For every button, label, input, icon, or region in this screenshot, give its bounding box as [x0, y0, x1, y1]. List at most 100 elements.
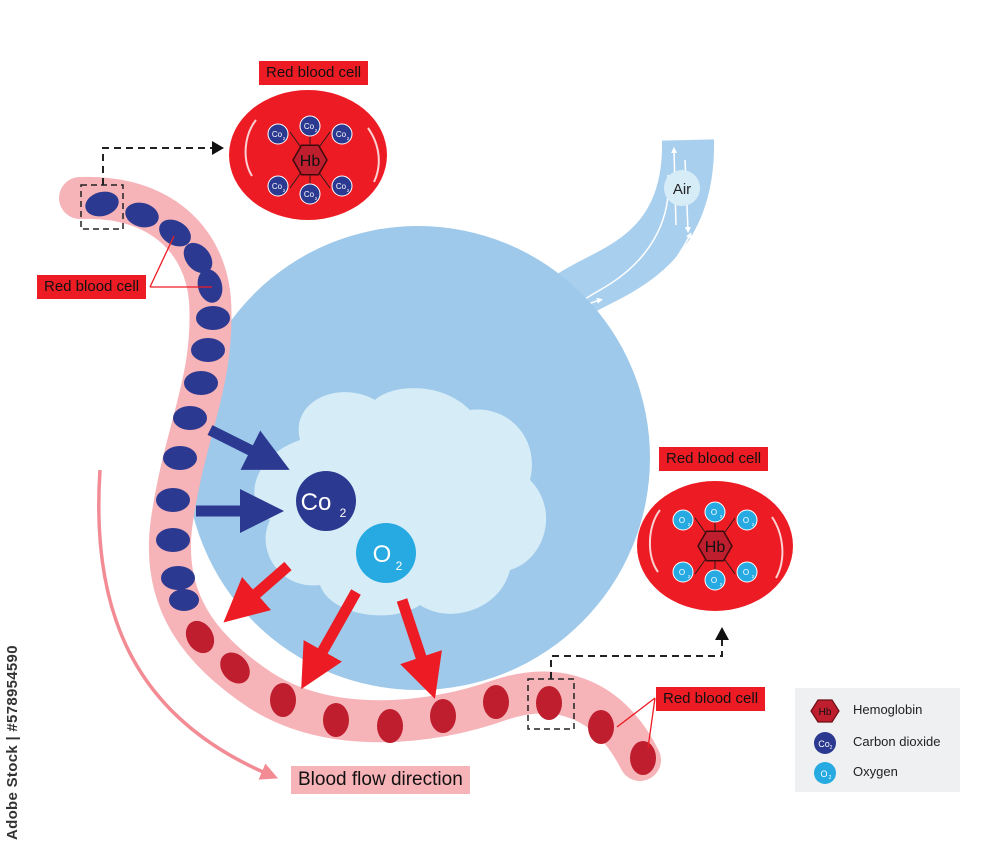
- o2-molecule-icon: [704, 569, 726, 591]
- rbc-red: [483, 685, 509, 719]
- legend-item-hemoglobin: Hb Hemoglobin: [795, 698, 960, 724]
- watermark-text: Adobe Stock | #578954590: [4, 645, 21, 840]
- co2-molecule-sub: 2: [315, 196, 318, 201]
- co2-molecule-sub: 2: [315, 128, 318, 133]
- co2-molecule-label: Co: [304, 190, 315, 199]
- co2-molecule-label: Co: [272, 130, 283, 139]
- rbc-top-highlight-right: [367, 127, 380, 183]
- o2-molecule-sub: 2: [752, 574, 755, 579]
- o2-molecule-label: O: [711, 508, 717, 517]
- co2-molecule-large: [296, 471, 356, 531]
- rbc-red: [536, 686, 562, 720]
- o2-arrow-3: [396, 598, 442, 699]
- co2-molecule-icon: Co 2: [814, 732, 836, 754]
- o2-molecule-sub: 2: [752, 522, 755, 527]
- hemoglobin-hexagon-icon: [697, 530, 733, 562]
- o2-arrow-2: [301, 589, 361, 690]
- o2-molecule-sub: 2: [688, 522, 691, 527]
- o2-molecule-icon: [704, 501, 726, 523]
- co2-molecule-sub: 2: [283, 136, 286, 141]
- blood-flow-arrow: [97, 469, 279, 780]
- rbc-navy: [173, 406, 207, 430]
- o2-molecule-icon: O 2: [814, 762, 836, 784]
- rbc-navy: [161, 566, 195, 590]
- co2-molecule-icon: [267, 123, 289, 145]
- rbc-red: [430, 699, 456, 733]
- rbc-navy: [197, 269, 223, 303]
- rbc-right-highlight-left: [648, 509, 661, 573]
- rbc-navy: [163, 446, 197, 470]
- legend-label-hemoglobin: Hemoglobin: [853, 702, 923, 717]
- leader-right: [616, 697, 656, 749]
- co2-molecule-label: Co: [304, 122, 315, 131]
- svg-text:Co: Co: [818, 739, 830, 749]
- co2-molecule-icon: [331, 123, 353, 145]
- air-bubble: [664, 170, 700, 206]
- co2-label-main: Co: [301, 489, 332, 516]
- deoxygenated-cells: [85, 191, 230, 611]
- legend: Hb Hemoglobin Co 2 Carbon dioxide O 2 Ox…: [795, 688, 960, 792]
- rbc-navy: [184, 371, 218, 395]
- connector-top: [102, 147, 212, 185]
- o2-molecule-label: O: [679, 568, 685, 577]
- rbc-navy: [156, 528, 190, 552]
- rbc-navy: [196, 306, 230, 330]
- o2-molecule-label: O: [679, 516, 685, 525]
- leader-left: [149, 235, 212, 288]
- legend-item-oxygen: O 2 Oxygen: [795, 760, 960, 786]
- co2-molecule-sub: 2: [347, 188, 350, 193]
- co2-arrow-1: [207, 425, 290, 470]
- o2-molecule-icon: [672, 509, 694, 531]
- o2-molecule-label: O: [743, 516, 749, 525]
- hemoglobin-hexagon-icon: [292, 144, 328, 176]
- rbc-red: [323, 703, 349, 737]
- rbc-red: [270, 683, 296, 717]
- o2-molecule-sub: 2: [688, 574, 691, 579]
- co2-label-sub: 2: [340, 506, 347, 520]
- label-rbc-bottom: Red blood cell: [656, 687, 766, 711]
- rbc-navy: [159, 219, 191, 247]
- co2-molecule-icon: [267, 175, 289, 197]
- o2-label-large: O: [373, 541, 392, 568]
- o2-molecule-label: O: [711, 576, 717, 585]
- legend-label-oxygen: Oxygen: [853, 764, 898, 779]
- rbc-red: [220, 652, 250, 684]
- o2-molecule-icon: [736, 509, 758, 531]
- rbc-right-highlight-right: [771, 516, 784, 579]
- label-blood-flow: Blood flow direction: [291, 766, 470, 794]
- co2-molecule-sub: 2: [347, 136, 350, 141]
- airway-arrow-up: [609, 232, 692, 326]
- legend-label-carbon-dioxide: Carbon dioxide: [853, 734, 941, 749]
- co2-molecule-label: Co: [272, 182, 283, 191]
- rbc-navy: [125, 202, 159, 228]
- rbc-red: [588, 710, 614, 744]
- svg-text:2: 2: [829, 775, 832, 781]
- rbc-top-highlight-left: [244, 119, 257, 177]
- connector-bottom: [550, 640, 723, 679]
- co2-molecule-icon: [331, 175, 353, 197]
- co2-molecule-icon: [299, 115, 321, 137]
- o2-molecule-label: O: [743, 568, 749, 577]
- co2-molecule-icon: [299, 183, 321, 205]
- hexagon-hb-icon: Hb: [810, 699, 840, 723]
- label-rbc-top: Red blood cell: [259, 61, 369, 85]
- o2-label-sub: 2: [396, 559, 403, 573]
- rbc-navy: [191, 338, 225, 362]
- co2-hb-label: Hb: [300, 153, 321, 170]
- svg-text:O: O: [820, 769, 827, 779]
- rbc-navy: [156, 488, 190, 512]
- o2-hb-label: Hb: [705, 539, 726, 556]
- co2-molecule-sub: 2: [283, 188, 286, 193]
- o2-molecule-sub: 2: [720, 582, 723, 587]
- label-rbc-left: Red blood cell: [37, 275, 147, 299]
- o2-arrow-1: [223, 561, 292, 623]
- co2-molecule-label: Co: [336, 182, 347, 191]
- rbc-navy: [169, 589, 199, 611]
- rbc-red: [185, 620, 215, 654]
- svg-text:Hb: Hb: [819, 707, 832, 718]
